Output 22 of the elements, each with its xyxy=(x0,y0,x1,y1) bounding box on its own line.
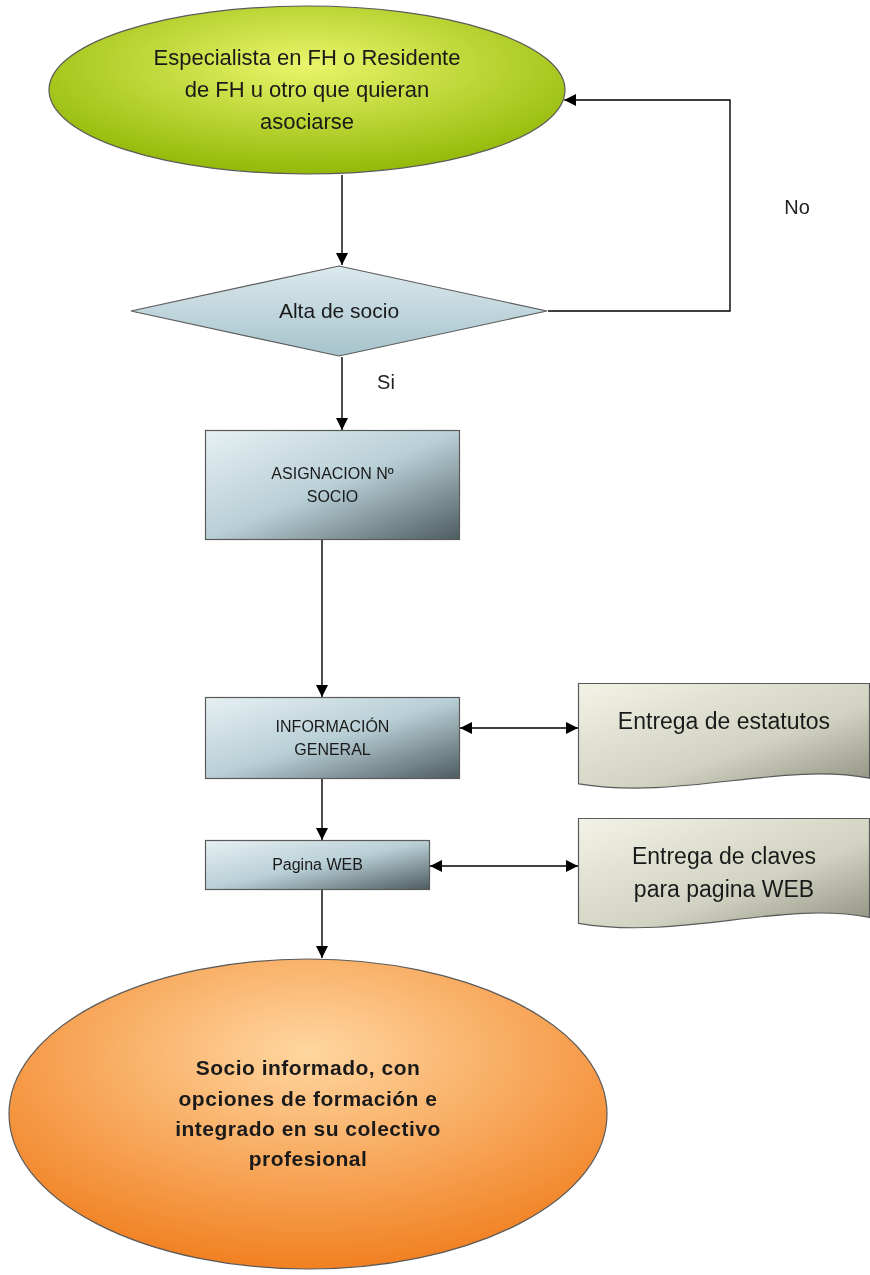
arrow xyxy=(429,860,579,872)
arrow xyxy=(316,778,328,841)
decision-diamond xyxy=(130,265,548,357)
node-label: Alta de socio xyxy=(278,297,400,324)
arrow xyxy=(336,174,348,266)
node-label: Socio informado, con opciones de formación e integrado en su colectivo profesional xyxy=(174,1055,442,1173)
start-ellipse xyxy=(48,5,566,175)
process-box xyxy=(205,697,460,779)
arrow xyxy=(547,94,731,312)
node-label: Entrega de estatutos xyxy=(617,707,831,736)
node-label: Especialista en FH o Residente de FH u otro que quieran asociarse xyxy=(153,44,461,136)
process-box xyxy=(205,430,460,540)
arrow xyxy=(459,722,579,734)
end-ellipse xyxy=(8,958,608,1270)
arrow xyxy=(316,889,328,959)
arrow xyxy=(316,539,328,698)
arrow xyxy=(336,356,348,431)
node-label: Pagina WEB xyxy=(272,855,363,876)
node-label: ASIGNACION Nº SOCIO xyxy=(270,463,395,507)
node-label: INFORMACIÓN GENERAL xyxy=(274,716,391,760)
process-box xyxy=(205,840,430,890)
node-label: Entrega de claves para pagina WEB xyxy=(630,842,818,905)
